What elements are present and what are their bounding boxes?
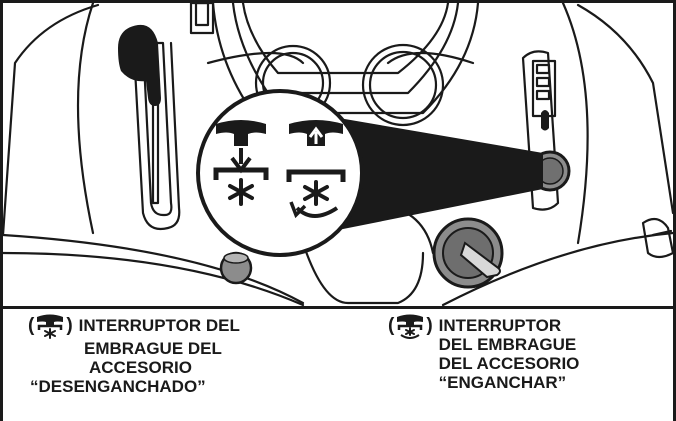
- top-slot: [189, 3, 215, 35]
- open-paren: (: [388, 315, 395, 336]
- console-outline: [3, 3, 673, 305]
- throttle-slot: [141, 41, 173, 217]
- close-paren: ): [66, 315, 73, 336]
- pto-engage-icon: [397, 314, 424, 339]
- caption-divider: [3, 306, 673, 309]
- caption-disengaged: ( ) INTERRUPTOR DEL EMBRAGUE DEL ACCESOR…: [28, 314, 328, 396]
- caption-line: INTERRUPTOR: [438, 316, 562, 335]
- pto-disengage-icon: [213, 120, 269, 206]
- hood-outline: [211, 3, 480, 115]
- caption-line: “DESENGANCHADO”: [30, 377, 206, 396]
- console-lower-curve: [3, 231, 673, 306]
- throttle-lever: [118, 24, 161, 106]
- callout-pointer: [333, 117, 543, 231]
- caption-line: INTERRUPTOR DEL: [78, 316, 240, 335]
- caption-engaged: ( ) INTERRUPTOR DEL EMBRAGUE DEL ACCESOR…: [388, 314, 668, 392]
- dashboard-illustration: [3, 3, 673, 306]
- open-paren: (: [28, 315, 35, 336]
- pto-disengage-icon: [37, 314, 64, 339]
- caption-line: “ENGANCHAR”: [438, 373, 567, 392]
- caption-line: DEL EMBRAGUE: [438, 335, 577, 354]
- close-paren: ): [426, 315, 433, 336]
- caption-line: EMBRAGUE DEL: [84, 339, 222, 358]
- right-panel: [521, 50, 560, 211]
- caption-line: ACCESORIO: [89, 358, 192, 377]
- pto-engage-icon: [286, 120, 346, 219]
- gauge-right: [361, 43, 445, 127]
- caption-line: DEL ACCESORIO: [438, 354, 580, 373]
